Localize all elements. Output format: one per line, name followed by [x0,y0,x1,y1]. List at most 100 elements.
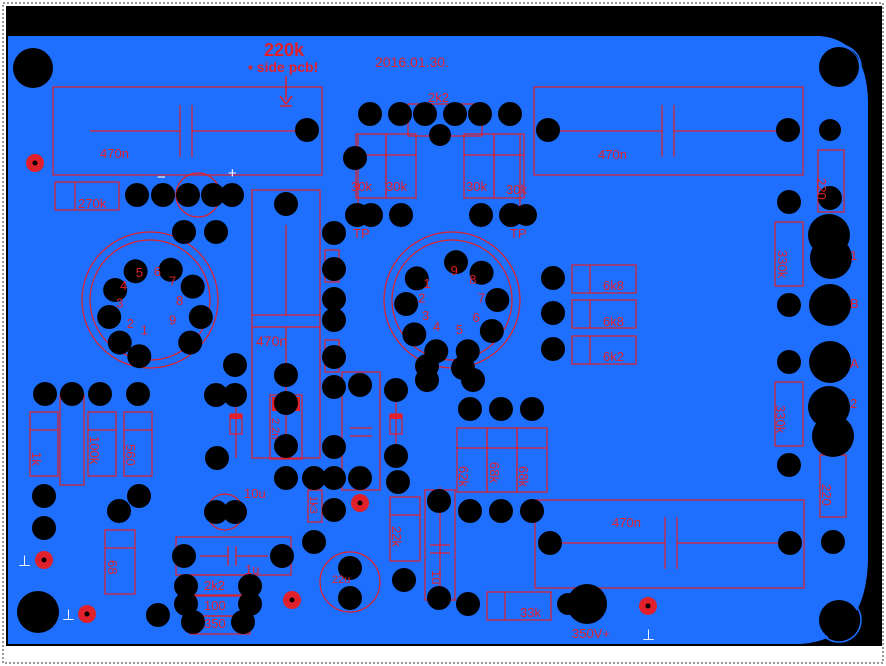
pad [776,118,800,142]
tube-pin-pad [188,305,213,330]
tube-pin-label: 7 [478,290,485,305]
pad [819,47,859,87]
tube-pin-pad [107,330,132,355]
pad [777,190,801,214]
pad [498,102,522,126]
label-220k: 220k [264,40,305,60]
test-point-hole [289,597,295,603]
rotated-labels: 220 220 330k 330k 62k 68k 68k 1k 100k 56… [29,178,834,584]
pad [322,287,346,311]
tube-pin-pad [404,266,429,291]
tube-pin-label: 2 [418,290,425,305]
pad [231,610,255,634]
tube-pin-pad [158,257,183,282]
label-2k2-bottom: 2k2 [204,578,225,593]
test-point-hole [32,160,38,166]
pad [181,610,205,634]
pad [322,375,346,399]
label-270k: 270k [78,196,107,211]
tube-pin-label: 3 [116,296,123,311]
pad [348,466,372,490]
pad [172,220,196,244]
pad [322,221,346,245]
pad [32,484,56,508]
tube-pin-label: 8 [469,272,476,287]
note-arrow [279,76,293,107]
tube-pin-label: 8 [176,293,183,308]
pad [204,500,228,524]
tube-pin-pad [394,291,419,316]
pad [223,500,247,524]
pad [818,186,842,210]
tube-pin-pad [444,250,469,275]
pad [520,499,544,523]
label-6k2: 6k2 [603,349,624,364]
pad [88,382,112,406]
tube-pin-pad [123,259,148,284]
tube-pin-label: 9 [169,312,176,327]
label-1u: 1u [245,562,259,577]
ground-symbol-2: ⊥ [62,607,75,624]
pad [174,592,198,616]
pad [205,446,229,470]
conn-label-a: A [850,356,859,371]
tube-pin-label: 7 [169,274,176,289]
conn-label-2: 2 [850,396,857,411]
tube-pin-pad [469,260,494,285]
label-2-2n: 2,2n [269,418,281,439]
pad [343,146,367,170]
pad [388,102,412,126]
pad [151,183,175,207]
pad [270,544,294,568]
pad [17,591,59,633]
pad [127,484,151,508]
pad [358,102,382,126]
tube-pin-pad [485,288,510,313]
pad [415,368,439,392]
label-1u-vertical: 1u [429,570,444,584]
pad [810,237,852,279]
pad [338,586,362,610]
label-220-top: 220 [814,178,829,200]
tube-pin-label: 4 [433,319,440,334]
label-6k8-1: 6k8 [603,278,624,293]
test-point-hole [41,557,47,563]
label-10u: 10u [244,486,266,501]
label-1k3: 1k3 [307,496,319,514]
pad [812,415,854,457]
pad [809,341,851,383]
pad [322,308,346,332]
pad [469,203,493,227]
pad [520,397,544,421]
label-cap-470n-tl: 470n [100,146,129,161]
pad [146,603,170,627]
label-22u: 22u [332,574,350,586]
pad [322,435,346,459]
pad [777,293,801,317]
pad [322,466,346,490]
pad [322,257,346,281]
label-date: 2016.01.30. [375,54,449,70]
tube-pin-label: 5 [456,322,463,337]
pad [386,470,410,494]
label-22k: 22k [389,526,404,547]
pad [348,373,372,397]
pad [302,530,326,554]
tube-pin-label: 5 [136,265,143,280]
label-350v: 350V+ [572,626,610,641]
label-330k-bottom: 330k [773,405,788,434]
label-220-bottom: 220 [819,484,834,506]
label-350: 350 [204,616,226,631]
test-point-hole [84,611,90,617]
tube-pin-pad [127,344,152,369]
pad [274,434,298,458]
pad [223,353,247,377]
tube-pin-label: 1 [141,323,148,338]
diode-right-band [390,414,402,419]
label-6k8-2: 6k8 [603,314,624,329]
pad [204,383,228,407]
pad [538,531,562,555]
